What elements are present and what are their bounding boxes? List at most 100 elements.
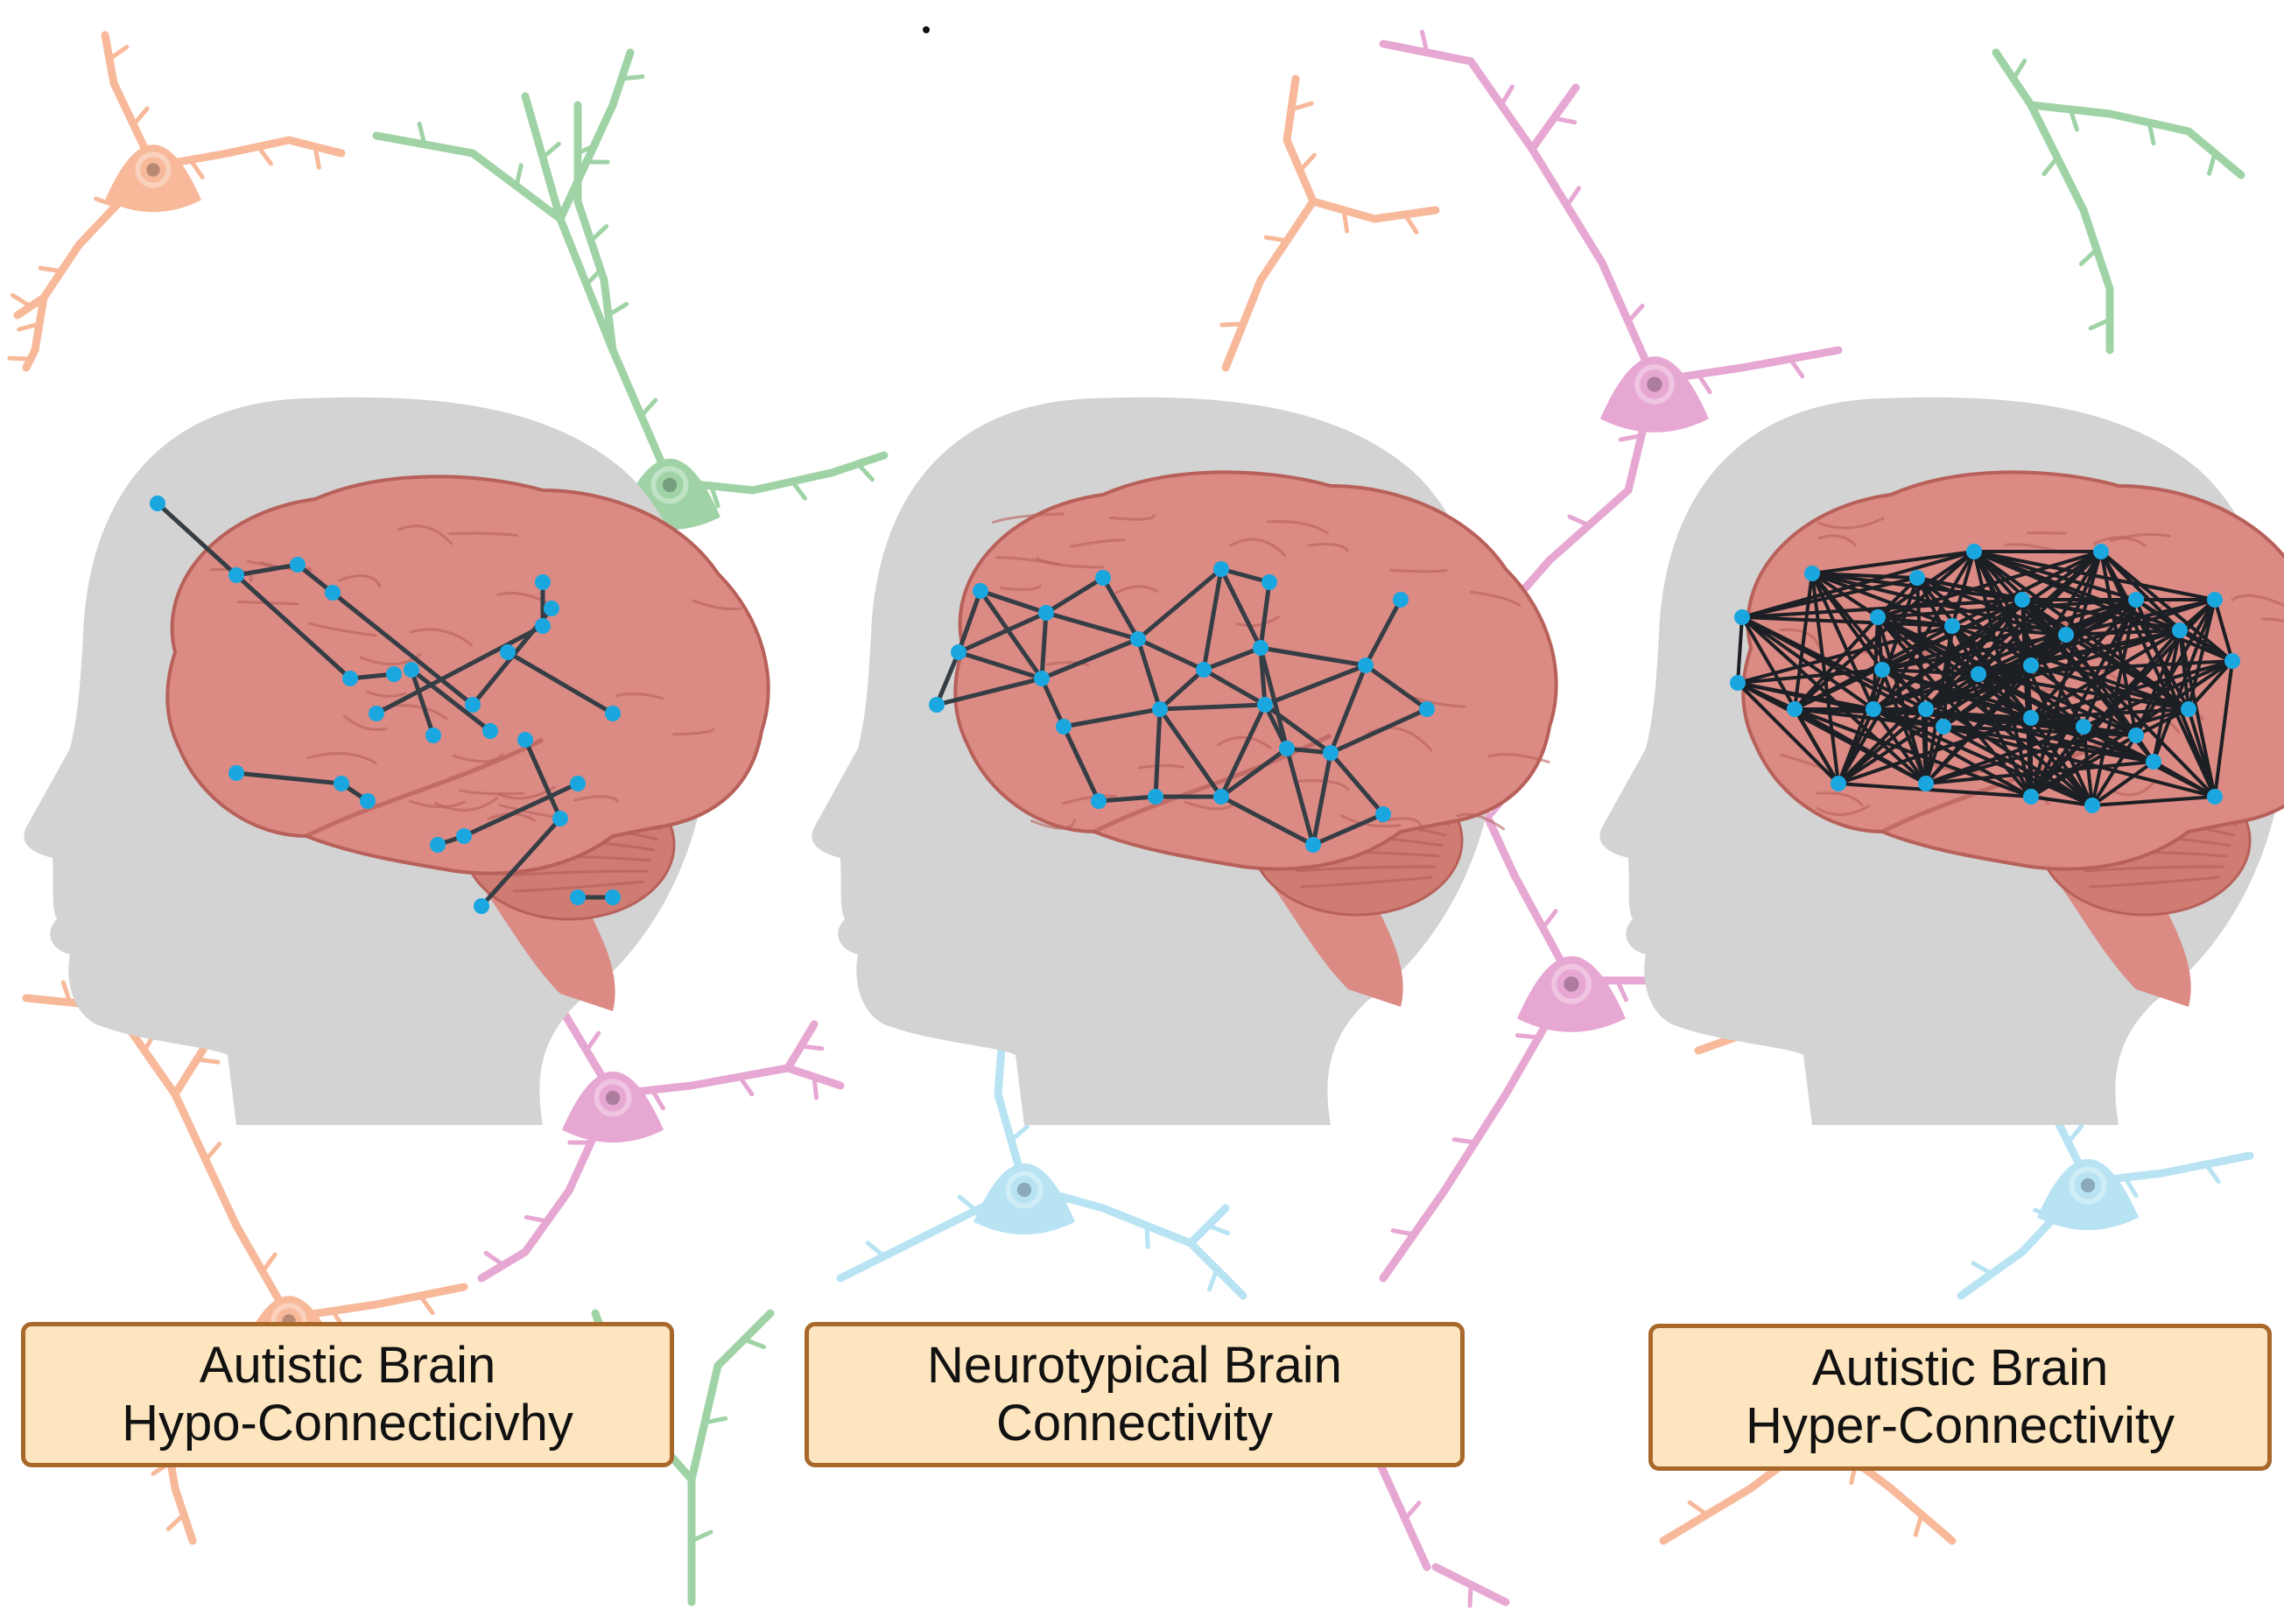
dendrite-twig: [60, 980, 73, 1005]
brain-fold: [2092, 536, 2147, 548]
dendrite-twig: [2011, 58, 2027, 81]
dendrite: [22, 293, 48, 372]
network-node: [2023, 789, 2039, 805]
dendrite-twig: [865, 1241, 887, 1259]
dendrite-twig: [1696, 372, 1712, 395]
network-node: [1971, 666, 1986, 682]
connection-edge: [2187, 598, 2217, 711]
network-node: [1257, 697, 1273, 713]
brain-fold: [307, 622, 377, 637]
connection-edge: [234, 562, 300, 578]
network-node: [1831, 776, 1846, 791]
network-node: [2128, 592, 2144, 608]
cerebrum: [953, 470, 1558, 871]
connection-edge: [1872, 550, 2103, 711]
cerebellum-fold: [1295, 865, 1437, 873]
connection-edge: [1810, 572, 1954, 628]
network-node: [2014, 592, 2030, 608]
connection-edge: [2064, 550, 2103, 636]
label-typical-line1: Neurotypical Brain: [927, 1337, 1342, 1394]
brain-fold: [1184, 800, 1237, 811]
connection-edge: [1219, 702, 1268, 799]
dendrite: [1283, 74, 1318, 206]
connection-edge: [2178, 629, 2234, 663]
stray-dot: [923, 26, 930, 33]
dendrite-twig: [812, 1074, 819, 1100]
brain-fold: [1114, 585, 1159, 594]
network-node: [1038, 605, 1054, 621]
dendrite-twig: [2207, 151, 2217, 176]
connection-edge: [1157, 702, 1268, 712]
neuron-icon: [1219, 74, 1440, 372]
connection-edge: [1219, 566, 1263, 650]
brain-fold: [573, 795, 620, 803]
dendrite-twig: [1567, 514, 1592, 528]
dendrite-twig: [619, 74, 645, 81]
dendrite-twig: [1451, 1137, 1478, 1145]
connection-edge: [409, 667, 436, 738]
network-node: [474, 898, 489, 914]
connection-edge: [1810, 550, 1976, 575]
connection-edge: [1311, 750, 1333, 847]
dendrite-twig: [2068, 107, 2080, 132]
dendrite-twig: [1341, 207, 1350, 234]
connection-edge: [2029, 716, 2094, 807]
brain-fold: [1108, 514, 1156, 521]
dendrite: [608, 1064, 845, 1099]
connection-edge: [1924, 725, 2085, 785]
brain-fold: [994, 556, 1060, 566]
cerebellum-fold: [512, 880, 645, 893]
dendrite-twig: [1205, 1223, 1231, 1235]
network-node: [1056, 719, 1072, 735]
brain-fold: [1070, 538, 1126, 548]
connection-edge: [2029, 664, 2190, 711]
network-node: [1874, 662, 1890, 678]
connection-edge: [1100, 575, 1141, 642]
connection-edge: [1736, 615, 1744, 685]
dendrite-twig: [10, 292, 33, 309]
dendrite: [1221, 197, 1318, 372]
network-node: [951, 644, 966, 660]
connection-edge: [978, 588, 1049, 615]
dendrite-twig: [1219, 321, 1246, 327]
dendrite-twig: [650, 1087, 665, 1111]
brain-fold: [453, 753, 504, 763]
brain-fold: [1339, 814, 1402, 828]
network-node: [544, 601, 559, 616]
brain-fold: [2231, 594, 2284, 608]
network-node: [2023, 657, 2039, 673]
connection-edge: [1876, 615, 1884, 671]
dendrite-twig: [588, 224, 609, 243]
dendrite-twig: [1514, 1033, 1541, 1040]
neuron-nucleolus: [146, 163, 160, 177]
label-hypo-line2: Hypo-Connecticivhy: [122, 1395, 573, 1452]
dendrite-twig: [1144, 1223, 1150, 1249]
network-node: [1034, 671, 1050, 686]
dendrite-twig: [313, 144, 321, 170]
connection-edge: [934, 650, 961, 707]
connection-edge: [479, 816, 563, 909]
connection-edge: [1258, 580, 1272, 650]
connection-edge: [1880, 598, 2024, 671]
network-node: [1870, 609, 1886, 625]
network-node: [1375, 806, 1391, 822]
network-node: [1196, 662, 1212, 678]
network-node: [1734, 609, 1750, 625]
brain-fold: [692, 599, 742, 611]
cerebellum-fold: [507, 869, 649, 877]
dendrite-twig: [1551, 116, 1578, 125]
network-node: [2084, 798, 2100, 813]
brain-fold: [2111, 781, 2155, 797]
network-node: [605, 706, 621, 721]
network-node: [1152, 701, 1168, 717]
network-node: [2207, 592, 2223, 608]
neuron-nucleus: [135, 151, 172, 188]
dendrite-twig: [524, 1214, 550, 1224]
connection-edge: [1258, 645, 1290, 751]
dendrite: [149, 136, 346, 171]
dendrite-twig: [1420, 29, 1430, 55]
connection-edge: [956, 610, 1049, 655]
brain-fold: [409, 628, 474, 647]
connection-edge: [1157, 707, 1224, 799]
